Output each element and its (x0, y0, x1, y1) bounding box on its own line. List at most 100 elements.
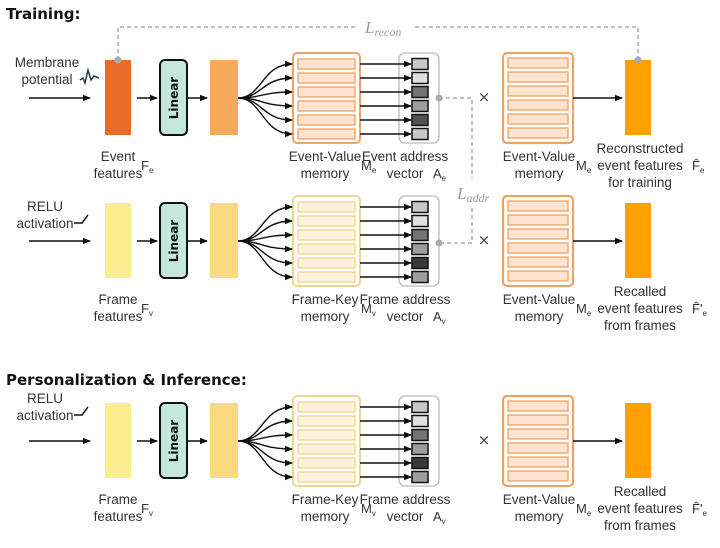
value-memory-symbol: Me (576, 301, 592, 318)
output-symbol: F̂'e (692, 501, 707, 518)
projection-bar (210, 203, 238, 278)
memory-slot (297, 471, 356, 483)
memory-slot (297, 243, 356, 255)
value-memory-symbol: Me (576, 158, 592, 175)
address-cell (411, 428, 429, 442)
output-symbol: F̂'e (692, 301, 707, 318)
memory-slot (507, 470, 569, 482)
address-vector (398, 395, 440, 487)
address-cell (411, 242, 429, 256)
address-cell (411, 256, 429, 270)
memory-slot (507, 442, 569, 454)
event-value-memory-readout (501, 194, 575, 288)
memory-slot (507, 242, 569, 254)
spike-waveform-icon (79, 67, 100, 86)
fanout-connector (237, 231, 293, 242)
memory-slot (507, 57, 569, 69)
recon-loss-line-left (117, 26, 358, 60)
feature-symbol: Fv (141, 501, 153, 518)
address-cell (411, 442, 429, 456)
feature-bar (105, 403, 131, 478)
memory-slot (297, 201, 356, 213)
fanout-connector (237, 97, 293, 138)
addr-loss-anchor (435, 239, 443, 247)
feature-bar (105, 203, 131, 278)
projection-bar (210, 60, 238, 135)
output-symbol: F̂e (692, 158, 705, 175)
address-vector (398, 195, 440, 287)
memory-slot (507, 85, 569, 97)
memory-slot (507, 200, 569, 212)
section-title-training: Training: (6, 5, 80, 23)
memory-slot (507, 71, 569, 83)
address-cell (411, 214, 429, 228)
fanout-connector (237, 431, 293, 442)
linear-layer-block: Linear (159, 402, 188, 479)
memory-slot (507, 228, 569, 240)
address-symbol: Av (433, 309, 446, 326)
memory-slot (507, 99, 569, 111)
recon-loss-line-right (415, 26, 639, 60)
addr-loss-anchor (435, 94, 443, 102)
feature-symbol: Fv (141, 301, 153, 318)
feature-bar (105, 60, 131, 135)
memory-slot (297, 443, 356, 455)
linear-layer-label: Linear (167, 220, 181, 263)
linear-layer-block: Linear (159, 202, 188, 279)
fanout-connector (237, 240, 293, 281)
memory-slot (507, 256, 569, 268)
multiply-symbol: × (478, 88, 491, 106)
address-cell (411, 113, 429, 127)
address-cell (411, 127, 429, 141)
multiply-symbol: × (478, 231, 491, 249)
memory-slot (297, 457, 356, 469)
memory-slot (297, 86, 356, 98)
fanout-connector (237, 440, 293, 481)
memory-slot (297, 401, 356, 413)
address-cell (411, 71, 429, 85)
memory-slot (507, 270, 569, 282)
address-cell (411, 99, 429, 113)
fanout-connector (237, 88, 293, 99)
frame-key-memory (292, 195, 361, 287)
relu-icon (74, 406, 89, 416)
recon-loss-anchor (114, 56, 122, 64)
multiply-symbol: × (478, 431, 491, 449)
memory-slot (507, 214, 569, 226)
event-value-memory-readout (501, 394, 575, 488)
memory-slot (297, 271, 356, 283)
fanout-connector (237, 240, 293, 267)
memory-slot (297, 114, 356, 126)
memory-slot (507, 113, 569, 125)
memory-slot (507, 428, 569, 440)
fanout-connector (237, 440, 293, 467)
feature-symbol: Fe (141, 158, 154, 175)
address-cell (411, 400, 429, 414)
event-value-memory (292, 52, 361, 144)
memory-slot (297, 257, 356, 269)
relu-icon (74, 214, 89, 224)
address-cell (411, 57, 429, 71)
memory-slot (507, 456, 569, 468)
memory-slot (507, 127, 569, 139)
projection-bar (210, 403, 238, 478)
address-symbol: Ae (433, 166, 447, 183)
address-cell (411, 200, 429, 214)
addr-loss-line-bottom (439, 208, 473, 244)
event-value-memory-readout (501, 51, 575, 145)
